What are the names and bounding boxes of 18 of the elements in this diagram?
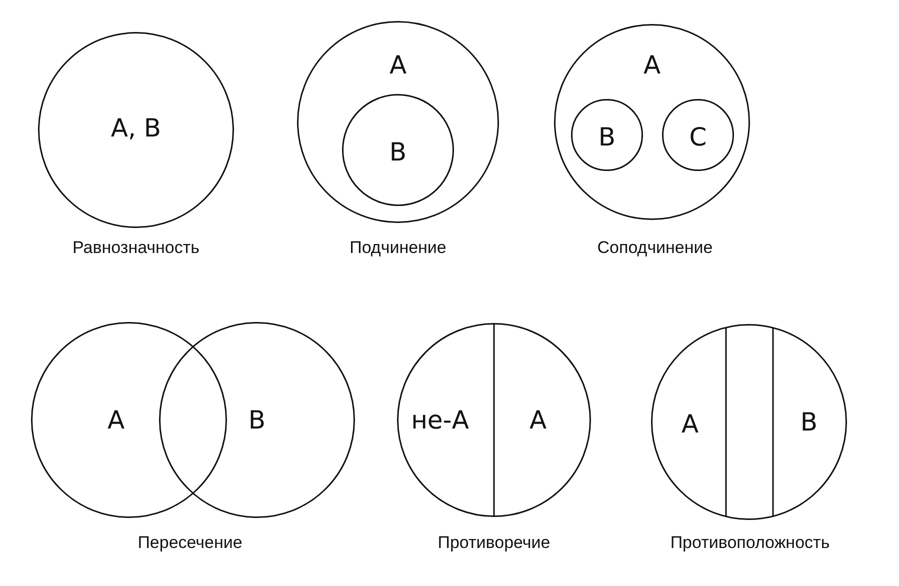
circle-label: А, В: [110, 116, 162, 140]
circle-label: В: [248, 408, 266, 432]
circle-label: не-А: [411, 408, 469, 432]
circle-label: В: [800, 410, 818, 434]
diagram-caption: Пересечение: [138, 533, 242, 553]
diagram-caption: Подчинение: [350, 238, 446, 258]
diagram-caption: Противоположность: [670, 533, 830, 553]
circle-label: А: [681, 412, 699, 436]
circle-label: А: [389, 52, 407, 78]
circle-label: В: [598, 124, 616, 150]
circle-label: В: [389, 140, 407, 164]
circle-label: А: [643, 52, 661, 78]
circle-label: А: [107, 408, 125, 432]
circle-label: А: [529, 408, 547, 432]
diagram-caption: Противоречие: [438, 533, 550, 553]
diagram-caption: Равнозначность: [72, 238, 200, 258]
diagram-caption: Соподчинение: [597, 238, 713, 258]
circle-label: С: [689, 124, 707, 150]
